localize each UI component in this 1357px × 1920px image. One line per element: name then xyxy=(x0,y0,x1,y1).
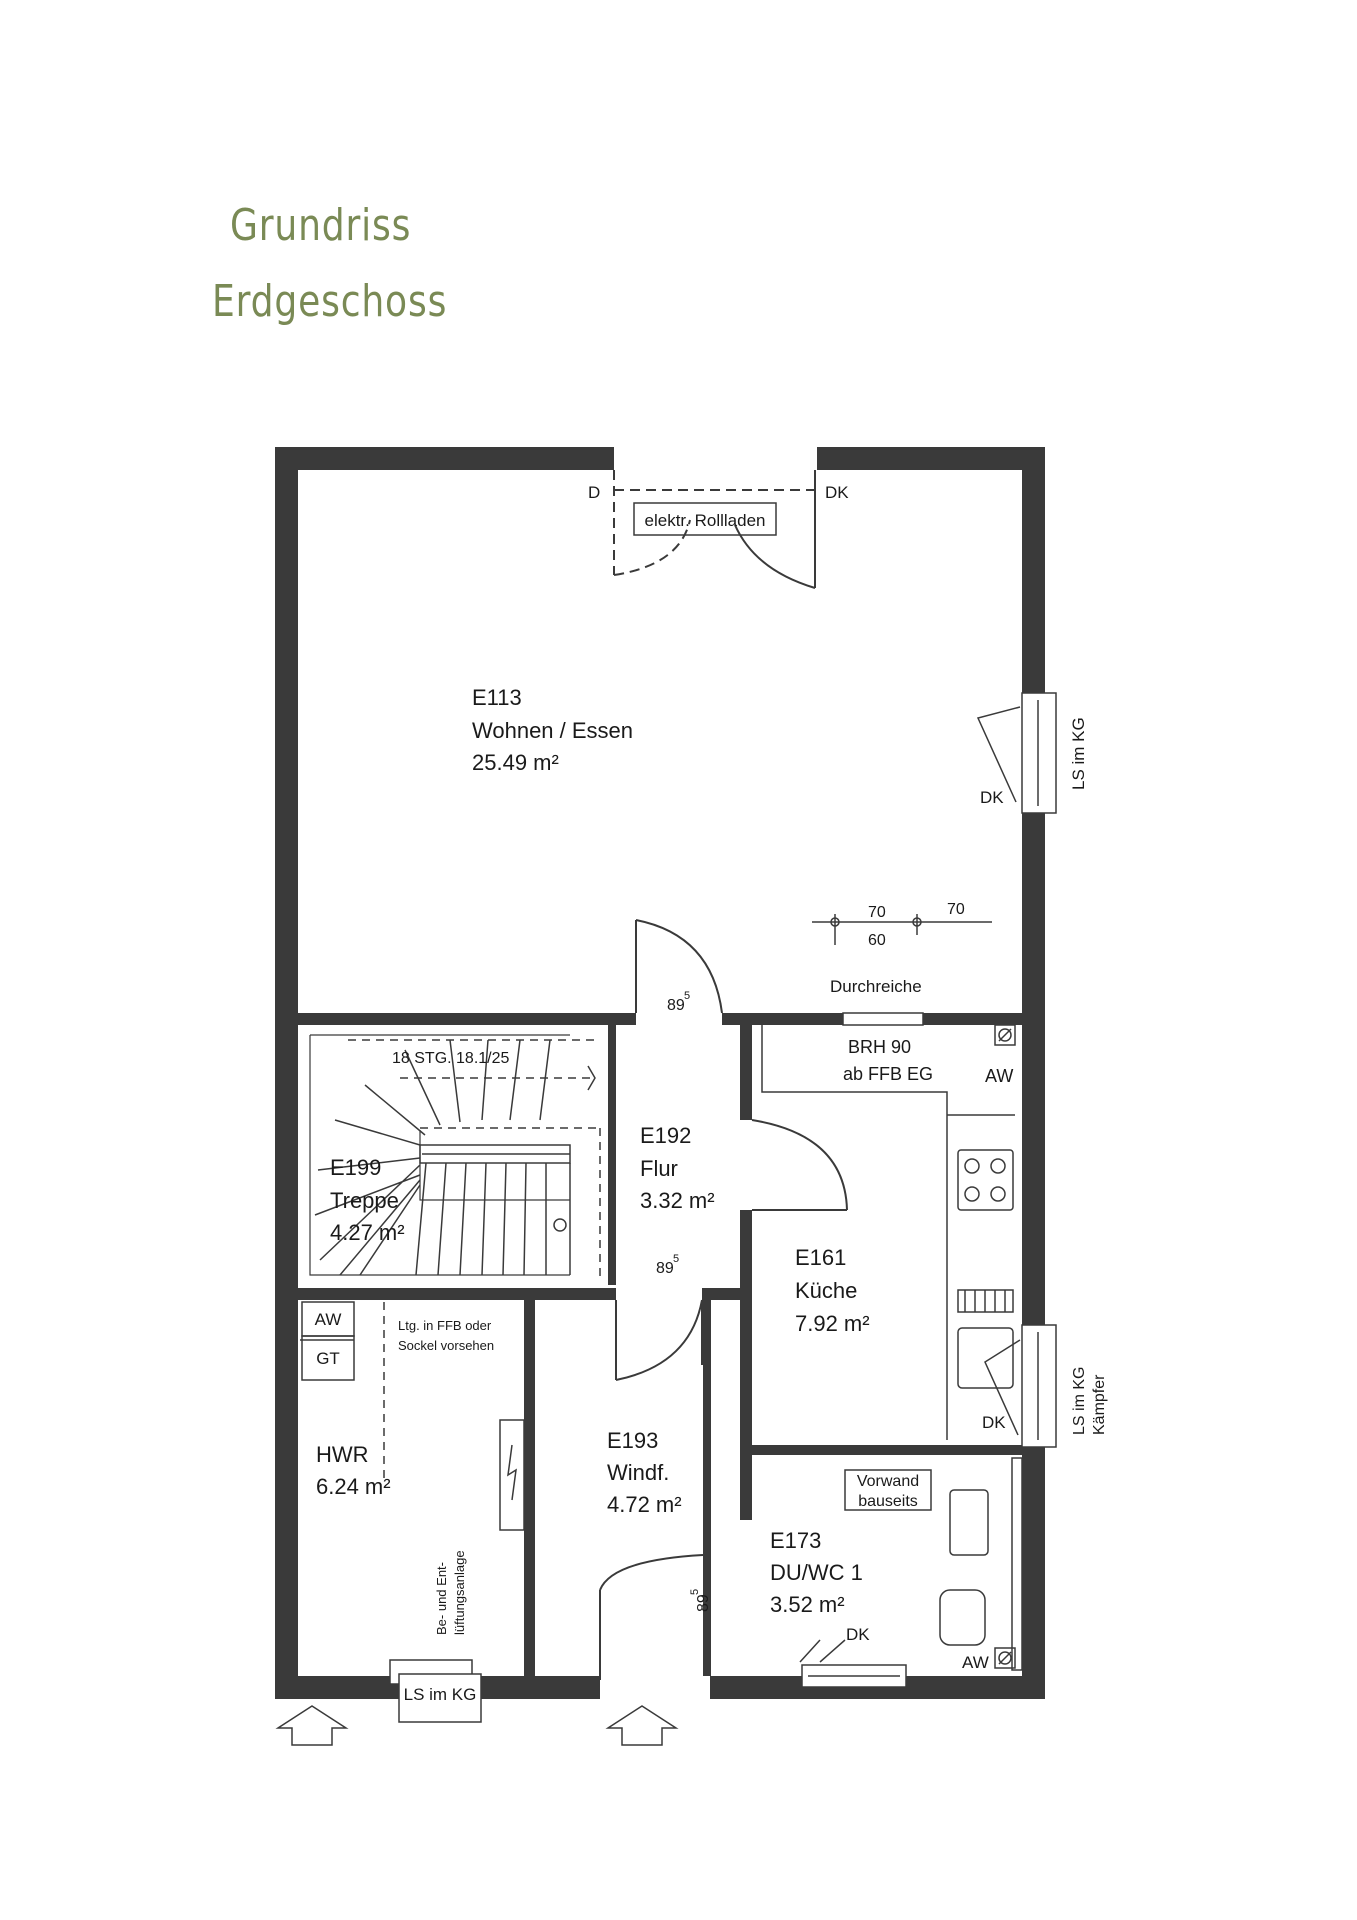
window-label-dk-kitchen: DK xyxy=(982,1413,1006,1432)
vent-label-line1: Be- und Ent- xyxy=(434,1562,449,1635)
room-id-e161: E161 xyxy=(795,1245,846,1270)
room-name-e193: Windf. xyxy=(607,1460,669,1485)
room-name-e199: Treppe xyxy=(330,1188,399,1213)
staircase xyxy=(298,1025,611,1288)
window-label-kaempfer: Kämpfer xyxy=(1091,1374,1108,1435)
ltg-label-line2: Sockel vorsehen xyxy=(398,1338,494,1353)
door-width-flur-bottom-sup: 5 xyxy=(673,1253,679,1265)
room-area-e161: 7.92 m² xyxy=(795,1311,870,1336)
stairs-label: 18 STG. 18.1/25 xyxy=(392,1050,510,1067)
entrance-arrows xyxy=(275,1705,679,1746)
ls-label-hwr: LS im KG xyxy=(404,1685,477,1704)
room-area-e199: 4.27 m² xyxy=(330,1220,405,1245)
room-area-e193: 4.72 m² xyxy=(607,1492,682,1517)
room-name-e192: Flur xyxy=(640,1156,678,1181)
room-id-e113: E113 xyxy=(472,685,522,710)
door-width-flur-top-sup: 5 xyxy=(684,990,690,1002)
door-width-entrance: 89 xyxy=(695,1594,712,1612)
vent-label-line2: lüftungsanlage xyxy=(452,1550,467,1635)
gt-label-hwr: GT xyxy=(316,1349,340,1368)
room-name-hwr: HWR xyxy=(316,1442,369,1467)
hwr-fixtures xyxy=(300,1301,525,1531)
page-title-line-1: Grundriss xyxy=(230,200,412,251)
vorwand-label-line1: Vorwand xyxy=(857,1473,919,1490)
room-area-e192: 3.32 m² xyxy=(640,1188,715,1213)
page-title-line-2: Erdgeschoss xyxy=(212,276,448,327)
window-label-ls-kitchen: LS im KG xyxy=(1071,1367,1088,1435)
bathroom-fixtures xyxy=(799,1457,1023,1671)
door-width-flur-top: 89 xyxy=(667,997,685,1014)
window-label-ls-living: LS im KG xyxy=(1069,717,1088,790)
window-label-dk-bath: DK xyxy=(846,1625,870,1644)
room-id-e193: E193 xyxy=(607,1428,658,1453)
room-area-e113: 25.49 m² xyxy=(472,750,559,775)
aw-label-kitchen: AW xyxy=(985,1066,1013,1086)
terrace-door xyxy=(613,470,816,589)
aw-label-hwr: AW xyxy=(315,1310,342,1329)
aw-label-bath: AW xyxy=(962,1653,989,1672)
brh-label-line2: ab FFB EG xyxy=(843,1064,933,1084)
dim-70-right: 70 xyxy=(947,901,965,918)
entrance-door xyxy=(599,1554,704,1680)
brh-label-line1: BRH 90 xyxy=(848,1037,911,1057)
door-label-dk: DK xyxy=(825,483,849,502)
durchreiche-dimensions xyxy=(812,914,992,945)
ls-box-hwr xyxy=(398,1673,482,1723)
room-name-e113: Wohnen / Essen xyxy=(472,718,633,743)
door-label-d: D xyxy=(588,483,600,502)
room-id-e199: E199 xyxy=(330,1155,381,1180)
room-area-e173: 3.52 m² xyxy=(770,1592,845,1617)
room-id-e173: E173 xyxy=(770,1528,821,1553)
window-label-dk-living: DK xyxy=(980,788,1004,807)
durchreiche-label: Durchreiche xyxy=(830,977,922,996)
dim-60: 60 xyxy=(868,932,886,949)
room-area-hwr: 6.24 m² xyxy=(316,1474,391,1499)
kitchen-fixtures xyxy=(761,1024,1021,1440)
dim-70-left: 70 xyxy=(868,904,886,921)
ltg-label-line1: Ltg. in FFB oder xyxy=(398,1318,492,1333)
door-width-entrance-sup: 5 xyxy=(689,1589,701,1595)
flur-doors xyxy=(615,919,848,1381)
vorwand-label-line2: bauseits xyxy=(858,1493,918,1510)
rollladen-label: elektr. Rollladen xyxy=(645,511,766,530)
room-name-e173: DU/WC 1 xyxy=(770,1560,863,1585)
door-width-flur-bottom: 89 xyxy=(656,1260,674,1277)
room-id-e192: E192 xyxy=(640,1123,691,1148)
room-name-e161: Küche xyxy=(795,1278,857,1303)
interior-walls xyxy=(298,1013,1022,1676)
